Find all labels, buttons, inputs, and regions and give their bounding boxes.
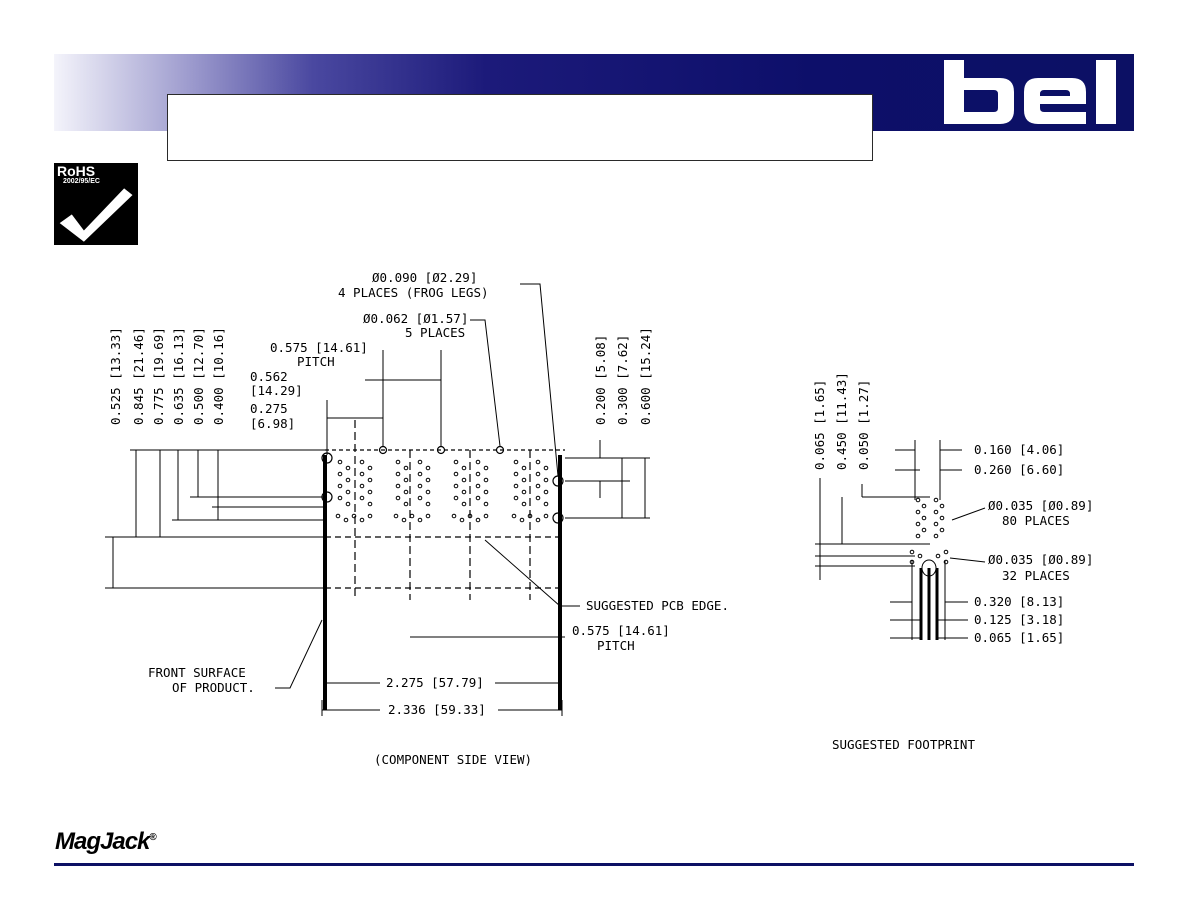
fp-vertical-2: 0.450 [11.43] bbox=[834, 372, 849, 470]
fp-dim-b1: 0.320 [8.13] bbox=[974, 594, 1064, 609]
fp-dim-b2: 0.125 [3.18] bbox=[974, 612, 1064, 627]
pcb-edge-leader bbox=[484, 539, 580, 607]
bel-logo: bel bbox=[944, 60, 1116, 124]
left-vertical-dims bbox=[105, 449, 325, 589]
front-surface-leader bbox=[275, 619, 323, 689]
hole-callout-62: Ø0.062 [Ø1.57] bbox=[363, 311, 468, 326]
hole-callout-62-places: 5 PLACES bbox=[405, 325, 465, 340]
fp-dim-top1: 0.160 [4.06] bbox=[974, 442, 1064, 457]
width-inner: 2.275 [57.79] bbox=[386, 675, 484, 690]
check-mark-icon bbox=[56, 185, 136, 245]
pcb-edge-label: SUGGESTED PCB EDGE. bbox=[586, 598, 729, 613]
fp-hole-b: Ø0.035 [Ø0.89] bbox=[988, 552, 1093, 567]
dim-right-1: 0.200 [5.08] bbox=[593, 335, 608, 425]
title-box bbox=[167, 94, 873, 161]
footprint-dots bbox=[909, 497, 949, 565]
dim-0275: 0.275 bbox=[250, 401, 288, 416]
right-vertical-dims bbox=[565, 440, 650, 519]
pin-array bbox=[335, 459, 549, 523]
footer-rule bbox=[54, 863, 1134, 866]
dim-left-1: 0.525 [13.33] bbox=[108, 327, 123, 425]
fp-dim-top2: 0.260 [6.60] bbox=[974, 462, 1064, 477]
fp-vertical-1: 0.065 [1.65] bbox=[812, 380, 827, 470]
dim-left-5: 0.500 [12.70] bbox=[191, 327, 206, 425]
pitch-top-word: PITCH bbox=[297, 354, 335, 369]
dim-0562-mm: [14.29] bbox=[250, 383, 303, 398]
fp-hole-a: Ø0.035 [Ø0.89] bbox=[988, 498, 1093, 513]
width-dims bbox=[321, 682, 563, 716]
fp-hole-b-places: 32 PLACES bbox=[1002, 568, 1070, 583]
dim-left-3: 0.775 [19.69] bbox=[151, 327, 166, 425]
fp-dim-b3: 0.065 [1.65] bbox=[974, 630, 1064, 645]
footprint-geometry bbox=[815, 440, 986, 640]
pitch-top: 0.575 [14.61] bbox=[270, 340, 368, 355]
dim-left-2: 0.845 [21.46] bbox=[131, 327, 146, 425]
hole-callout-90-places: 4 PLACES (FROG LEGS) bbox=[338, 285, 489, 300]
side-view-caption: (COMPONENT SIDE VIEW) bbox=[374, 752, 532, 767]
fp-hole-a-places: 80 PLACES bbox=[1002, 513, 1070, 528]
side-view-body bbox=[321, 420, 565, 710]
dim-right-2: 0.300 [7.62] bbox=[615, 335, 630, 425]
front-surface-2: OF PRODUCT. bbox=[172, 680, 255, 695]
top-callout-lines bbox=[326, 283, 559, 477]
magjack-logo: MagJack® bbox=[55, 828, 157, 855]
dim-right-3: 0.600 [15.24] bbox=[638, 327, 653, 425]
pitch-bottom: 0.575 [14.61] bbox=[572, 623, 670, 638]
rohs-badge: RoHS 2002/95/EC bbox=[54, 163, 138, 245]
pitch-bottom-word: PITCH bbox=[597, 638, 635, 653]
width-outer: 2.336 [59.33] bbox=[388, 702, 486, 717]
dim-left-6: 0.400 [10.16] bbox=[211, 327, 226, 425]
dim-0275-mm: [6.98] bbox=[250, 416, 295, 431]
footprint-caption: SUGGESTED FOOTPRINT bbox=[832, 737, 975, 752]
front-surface-1: FRONT SURFACE bbox=[148, 665, 246, 680]
dim-left-4: 0.635 [16.13] bbox=[171, 327, 186, 425]
rohs-title: RoHS bbox=[57, 163, 96, 179]
rohs-subtitle: 2002/95/EC bbox=[63, 178, 100, 185]
hole-callout-90: Ø0.090 [Ø2.29] bbox=[372, 270, 477, 285]
fp-vertical-3: 0.050 [1.27] bbox=[856, 380, 871, 470]
dim-0562: 0.562 bbox=[250, 369, 288, 384]
